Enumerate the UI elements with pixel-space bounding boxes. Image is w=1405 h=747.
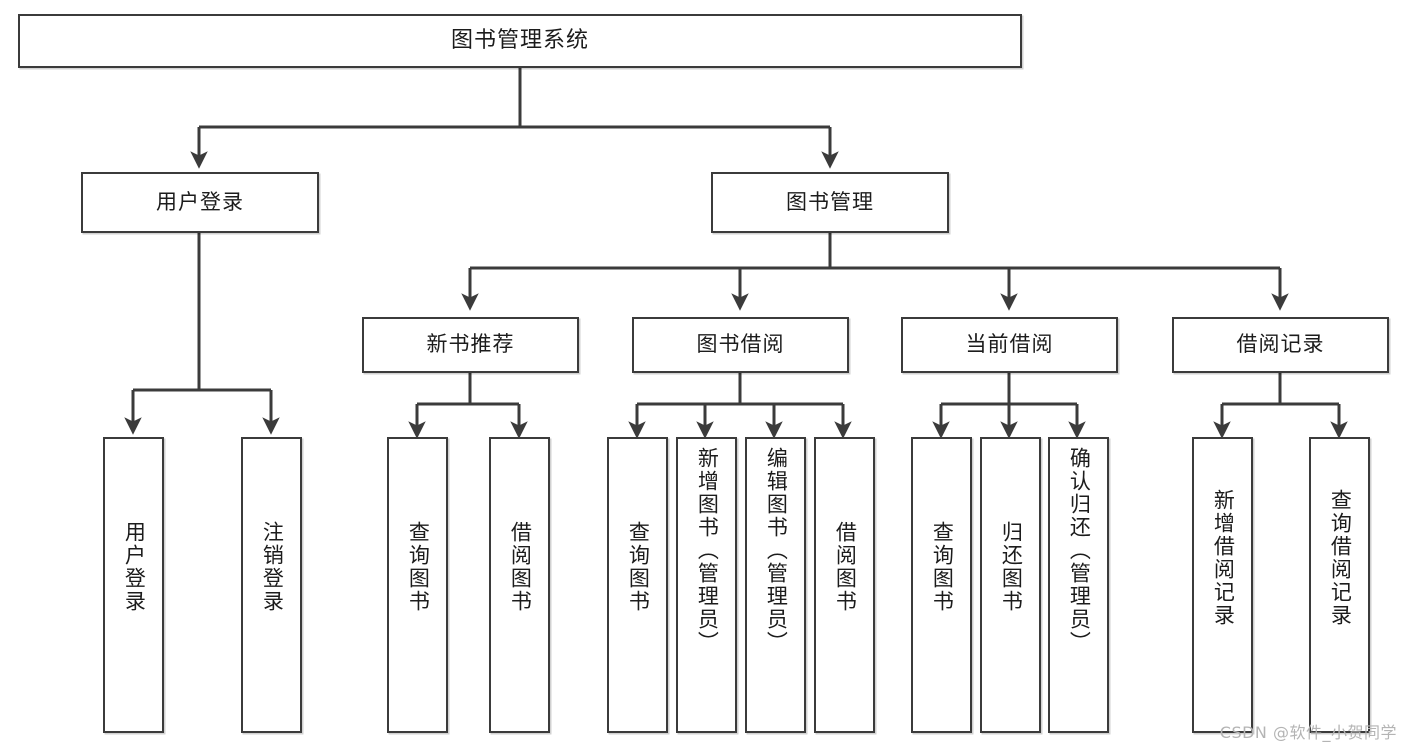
node-label: 图书借阅 [696, 332, 785, 357]
leaf-query-book-3[interactable]: 查询图书 [911, 437, 972, 733]
node-user-login[interactable]: 用户登录 [81, 172, 319, 233]
leaf-query-book-1[interactable]: 查询图书 [387, 437, 448, 733]
node-label: 查询图书 [626, 521, 651, 613]
node-book-borrow[interactable]: 图书借阅 [632, 317, 849, 373]
node-label: 确认归还（管理员） [1067, 447, 1092, 654]
node-label: 用户登录 [122, 521, 147, 613]
leaf-query-book-2[interactable]: 查询图书 [607, 437, 668, 733]
leaf-borrow-book-2[interactable]: 借阅图书 [814, 437, 875, 733]
node-label: 编辑图书（管理员） [764, 447, 789, 654]
node-label: 新增借阅记录 [1211, 489, 1236, 627]
node-label: 图书管理系统 [450, 27, 589, 53]
node-label: 查询借阅记录 [1328, 489, 1353, 627]
leaf-edit-book-admin[interactable]: 编辑图书（管理员） [745, 437, 806, 733]
leaf-return-book[interactable]: 归还图书 [980, 437, 1041, 733]
leaf-add-borrow-record[interactable]: 新增借阅记录 [1192, 437, 1253, 733]
node-root-system[interactable]: 图书管理系统 [18, 14, 1022, 68]
leaf-add-book-admin[interactable]: 新增图书（管理员） [676, 437, 737, 733]
node-label: 借阅图书 [508, 521, 533, 613]
node-current-borrow[interactable]: 当前借阅 [901, 317, 1118, 373]
leaf-user-login[interactable]: 用户登录 [103, 437, 164, 733]
node-label: 查询图书 [406, 521, 431, 613]
leaf-query-borrow-record[interactable]: 查询借阅记录 [1309, 437, 1370, 733]
leaf-confirm-return-admin[interactable]: 确认归还（管理员） [1048, 437, 1109, 733]
node-label: 查询图书 [930, 521, 955, 613]
leaf-user-logout[interactable]: 注销登录 [241, 437, 302, 733]
node-label: 新增图书（管理员） [695, 447, 720, 654]
node-new-book-recommend[interactable]: 新书推荐 [362, 317, 579, 373]
node-label: 图书管理 [786, 189, 874, 214]
node-label: 归还图书 [999, 521, 1024, 613]
leaf-borrow-book-1[interactable]: 借阅图书 [489, 437, 550, 733]
node-label: 新书推荐 [426, 332, 515, 357]
node-label: 借阅记录 [1236, 332, 1325, 357]
csdn-watermark: CSDN @软件_小贺同学 [1219, 723, 1397, 742]
node-label: 借阅图书 [833, 521, 858, 613]
node-label: 注销登录 [260, 521, 285, 613]
node-label: 用户登录 [156, 189, 244, 214]
node-label: 当前借阅 [965, 332, 1054, 357]
node-book-manage[interactable]: 图书管理 [711, 172, 949, 233]
node-borrow-record[interactable]: 借阅记录 [1172, 317, 1389, 373]
